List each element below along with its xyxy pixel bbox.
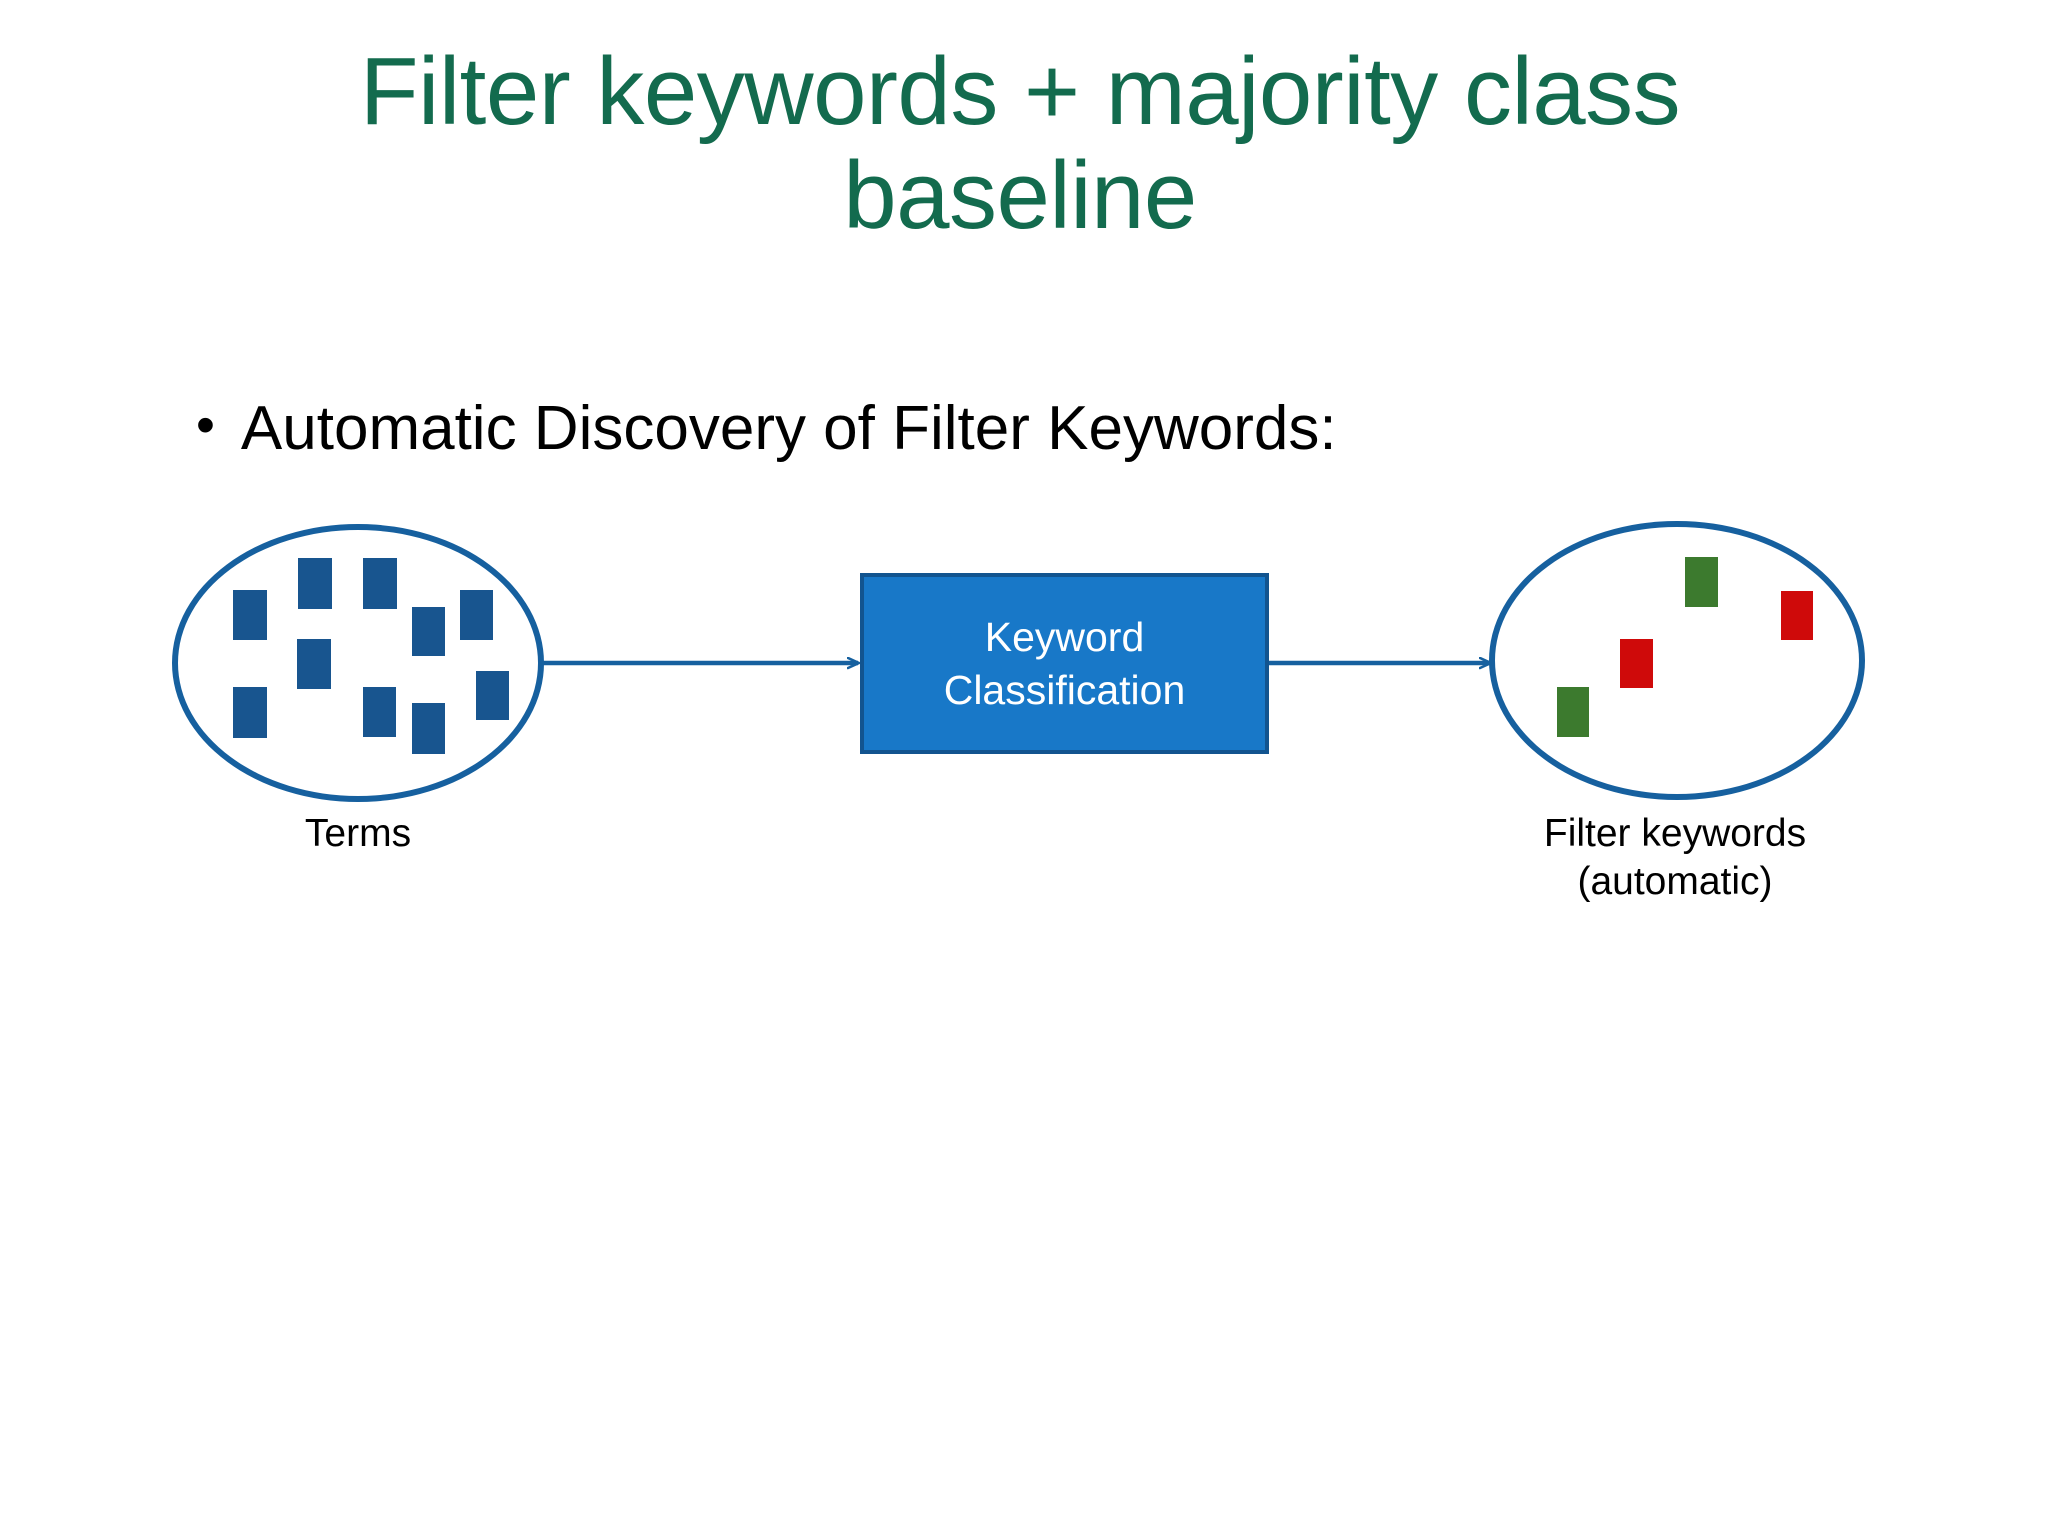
- term-tile: [233, 687, 267, 738]
- bullet-item-label: Automatic Discovery of Filter Keywords:: [240, 394, 1337, 463]
- term-tile: [412, 607, 445, 656]
- keyword-classification-box[interactable]: Keyword Classification: [860, 573, 1269, 754]
- filter-keyword-tile: [1685, 557, 1718, 607]
- term-tile: [297, 639, 331, 689]
- term-tile: [298, 558, 332, 609]
- term-tile: [363, 558, 397, 609]
- term-tile: [412, 703, 445, 754]
- keyword-box-line-1: Keyword: [984, 614, 1145, 661]
- term-tile: [476, 671, 509, 720]
- term-tile: [233, 590, 267, 640]
- keyword-box-line-2: Classification: [943, 666, 1186, 713]
- terms-caption: Terms: [304, 812, 412, 855]
- term-tile: [363, 687, 396, 737]
- filter-keywords-ellipse: [1489, 521, 1865, 800]
- filter-keyword-tile: [1781, 591, 1813, 640]
- bullet-list-item: • Automatic Discovery of Filter Keywords…: [196, 398, 1337, 460]
- terms-ellipse: [172, 524, 544, 802]
- term-tile: [460, 590, 493, 640]
- filter-keyword-tile: [1557, 687, 1589, 737]
- page-title: Filter keywords + majority class baselin…: [359, 38, 1681, 249]
- bullet-marker-icon: •: [196, 395, 215, 455]
- filter-keyword-tile: [1620, 639, 1653, 688]
- filter-keywords-caption: Filter keywords (automatic): [1543, 812, 1807, 903]
